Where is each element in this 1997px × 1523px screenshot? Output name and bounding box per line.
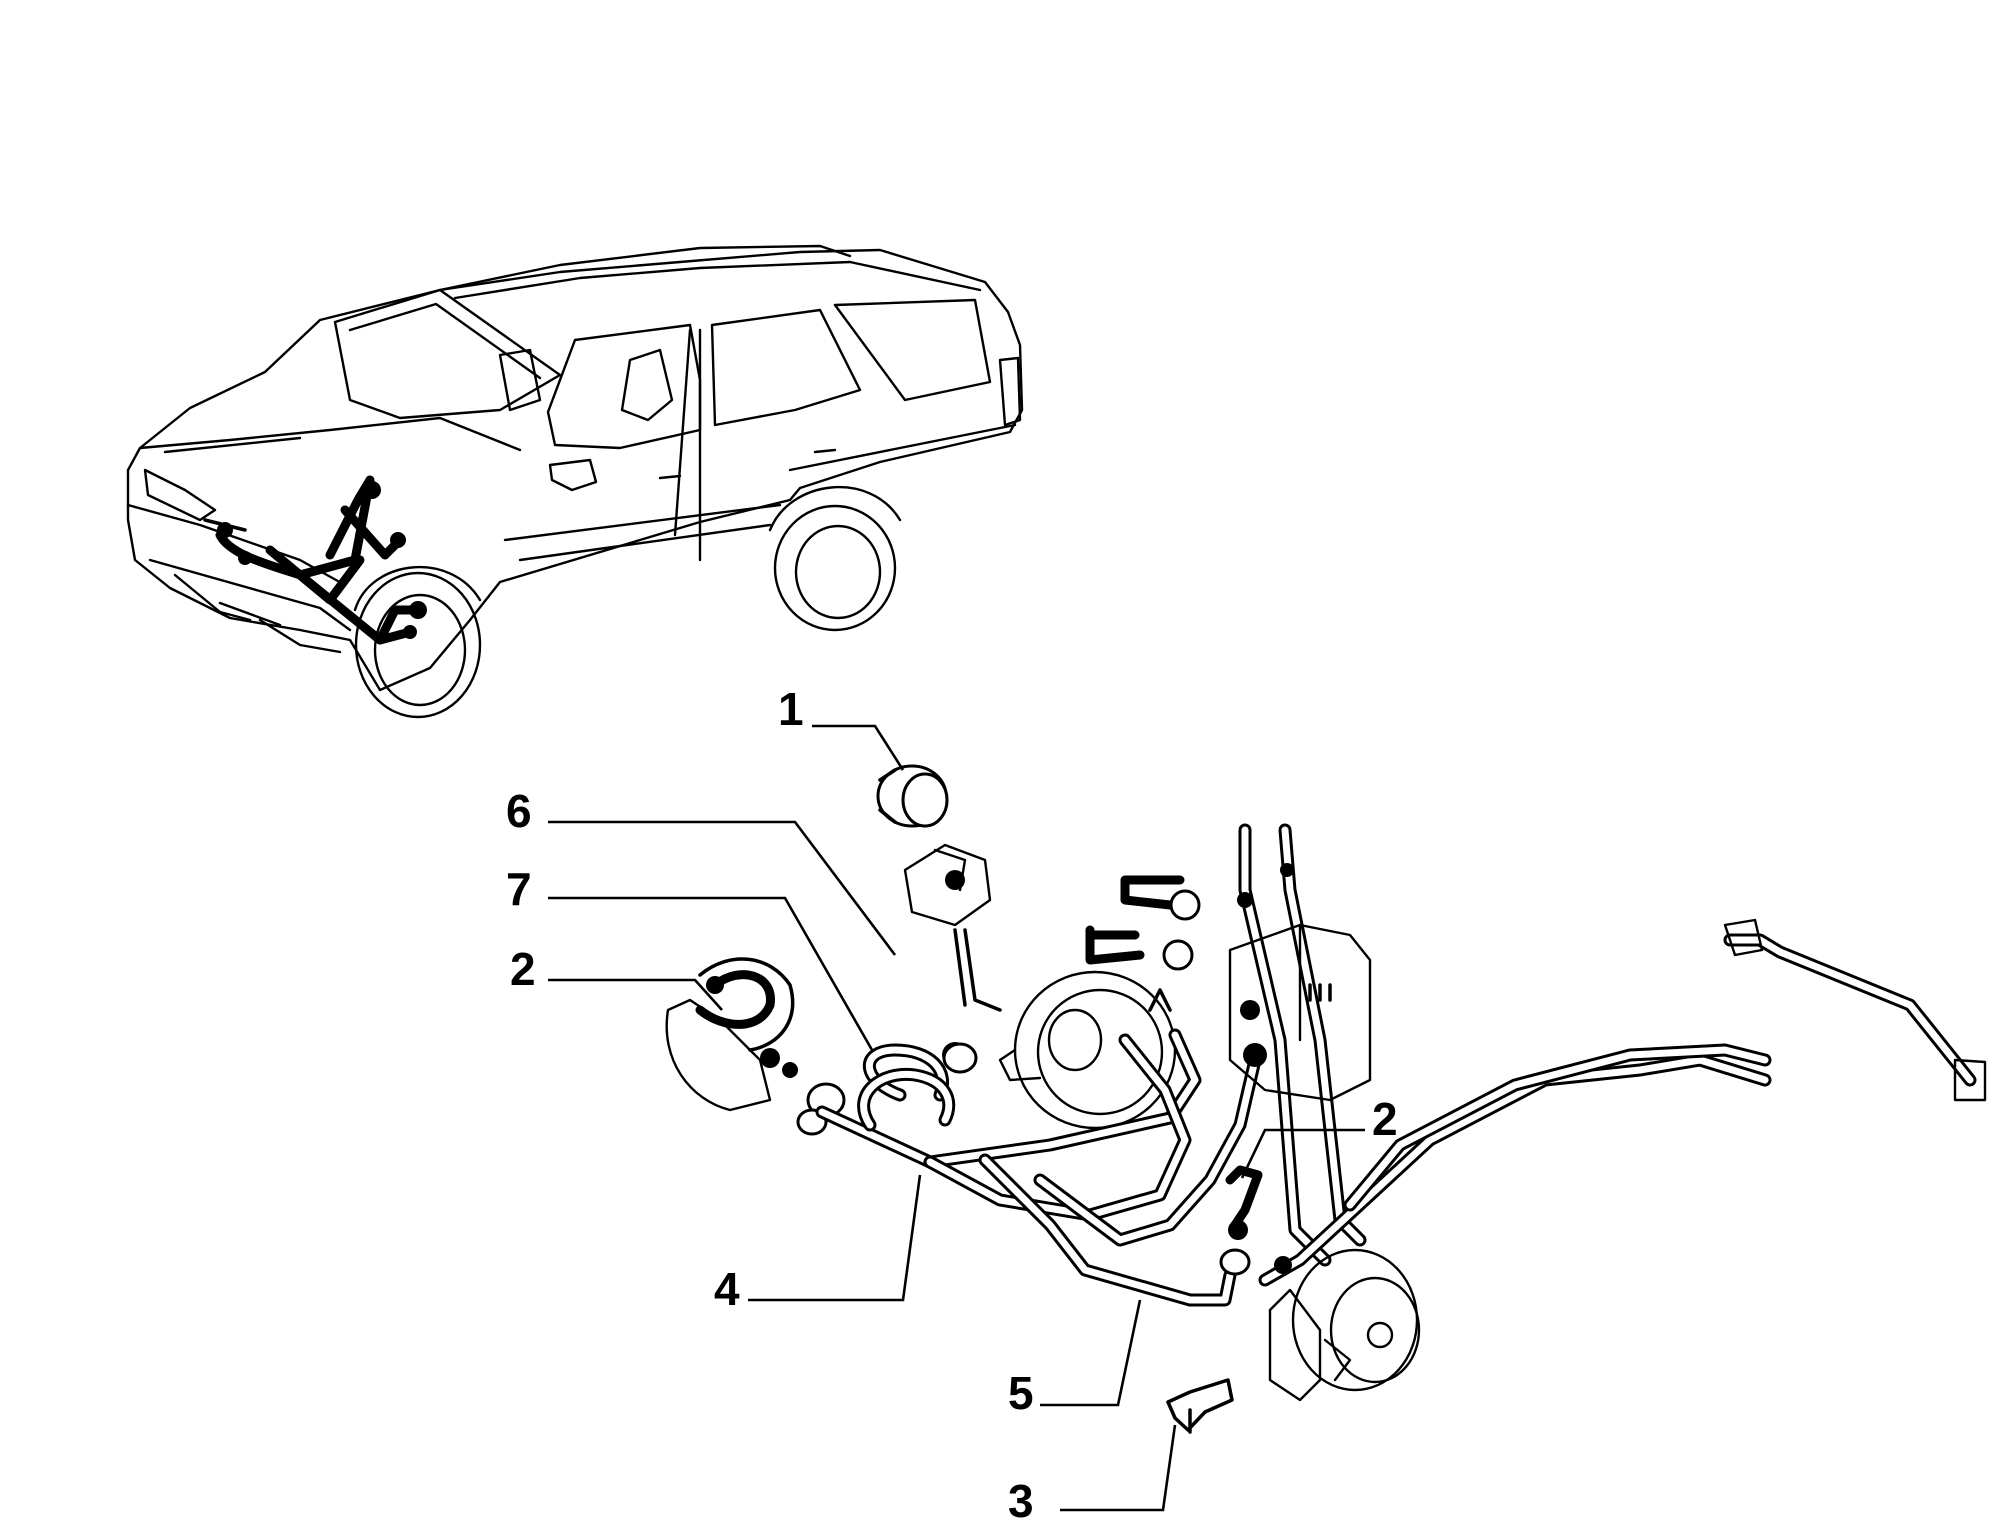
leader-7 <box>548 896 874 1051</box>
leader-4 <box>748 1174 922 1302</box>
rear-pipe-run <box>1228 823 1987 1287</box>
callout-7: 7 <box>506 863 532 915</box>
leader-lines <box>548 724 1365 1512</box>
left-brake-caliper <box>665 957 798 1112</box>
callout-2-right: 2 <box>1372 1093 1398 1145</box>
brake-servo <box>998 970 1177 1130</box>
callout-3: 3 <box>1008 1475 1034 1523</box>
leader-3 <box>1060 1424 1177 1512</box>
reservoir-part <box>903 843 1002 1012</box>
callout-1: 1 <box>778 683 804 735</box>
car-illustration <box>126 244 1024 719</box>
leader-6 <box>548 820 897 956</box>
leader-5 <box>1040 1299 1142 1407</box>
servo-unions <box>1085 875 1201 1012</box>
leader-2a <box>548 978 723 1011</box>
leader-1 <box>812 724 905 771</box>
callout-5: 5 <box>1008 1367 1034 1419</box>
callout-2-left: 2 <box>510 943 536 995</box>
callout-6: 6 <box>506 785 532 837</box>
leader-2b <box>1240 1128 1365 1179</box>
brake-pipe-assembly <box>665 764 1987 1434</box>
rear-brake-drum <box>1268 1248 1421 1402</box>
callout-4: 4 <box>714 1263 740 1315</box>
right-hose-part <box>1219 1165 1263 1276</box>
pipe-bundle <box>815 1000 1267 1307</box>
clip-part <box>1166 1378 1234 1434</box>
grommet-part <box>876 764 949 828</box>
